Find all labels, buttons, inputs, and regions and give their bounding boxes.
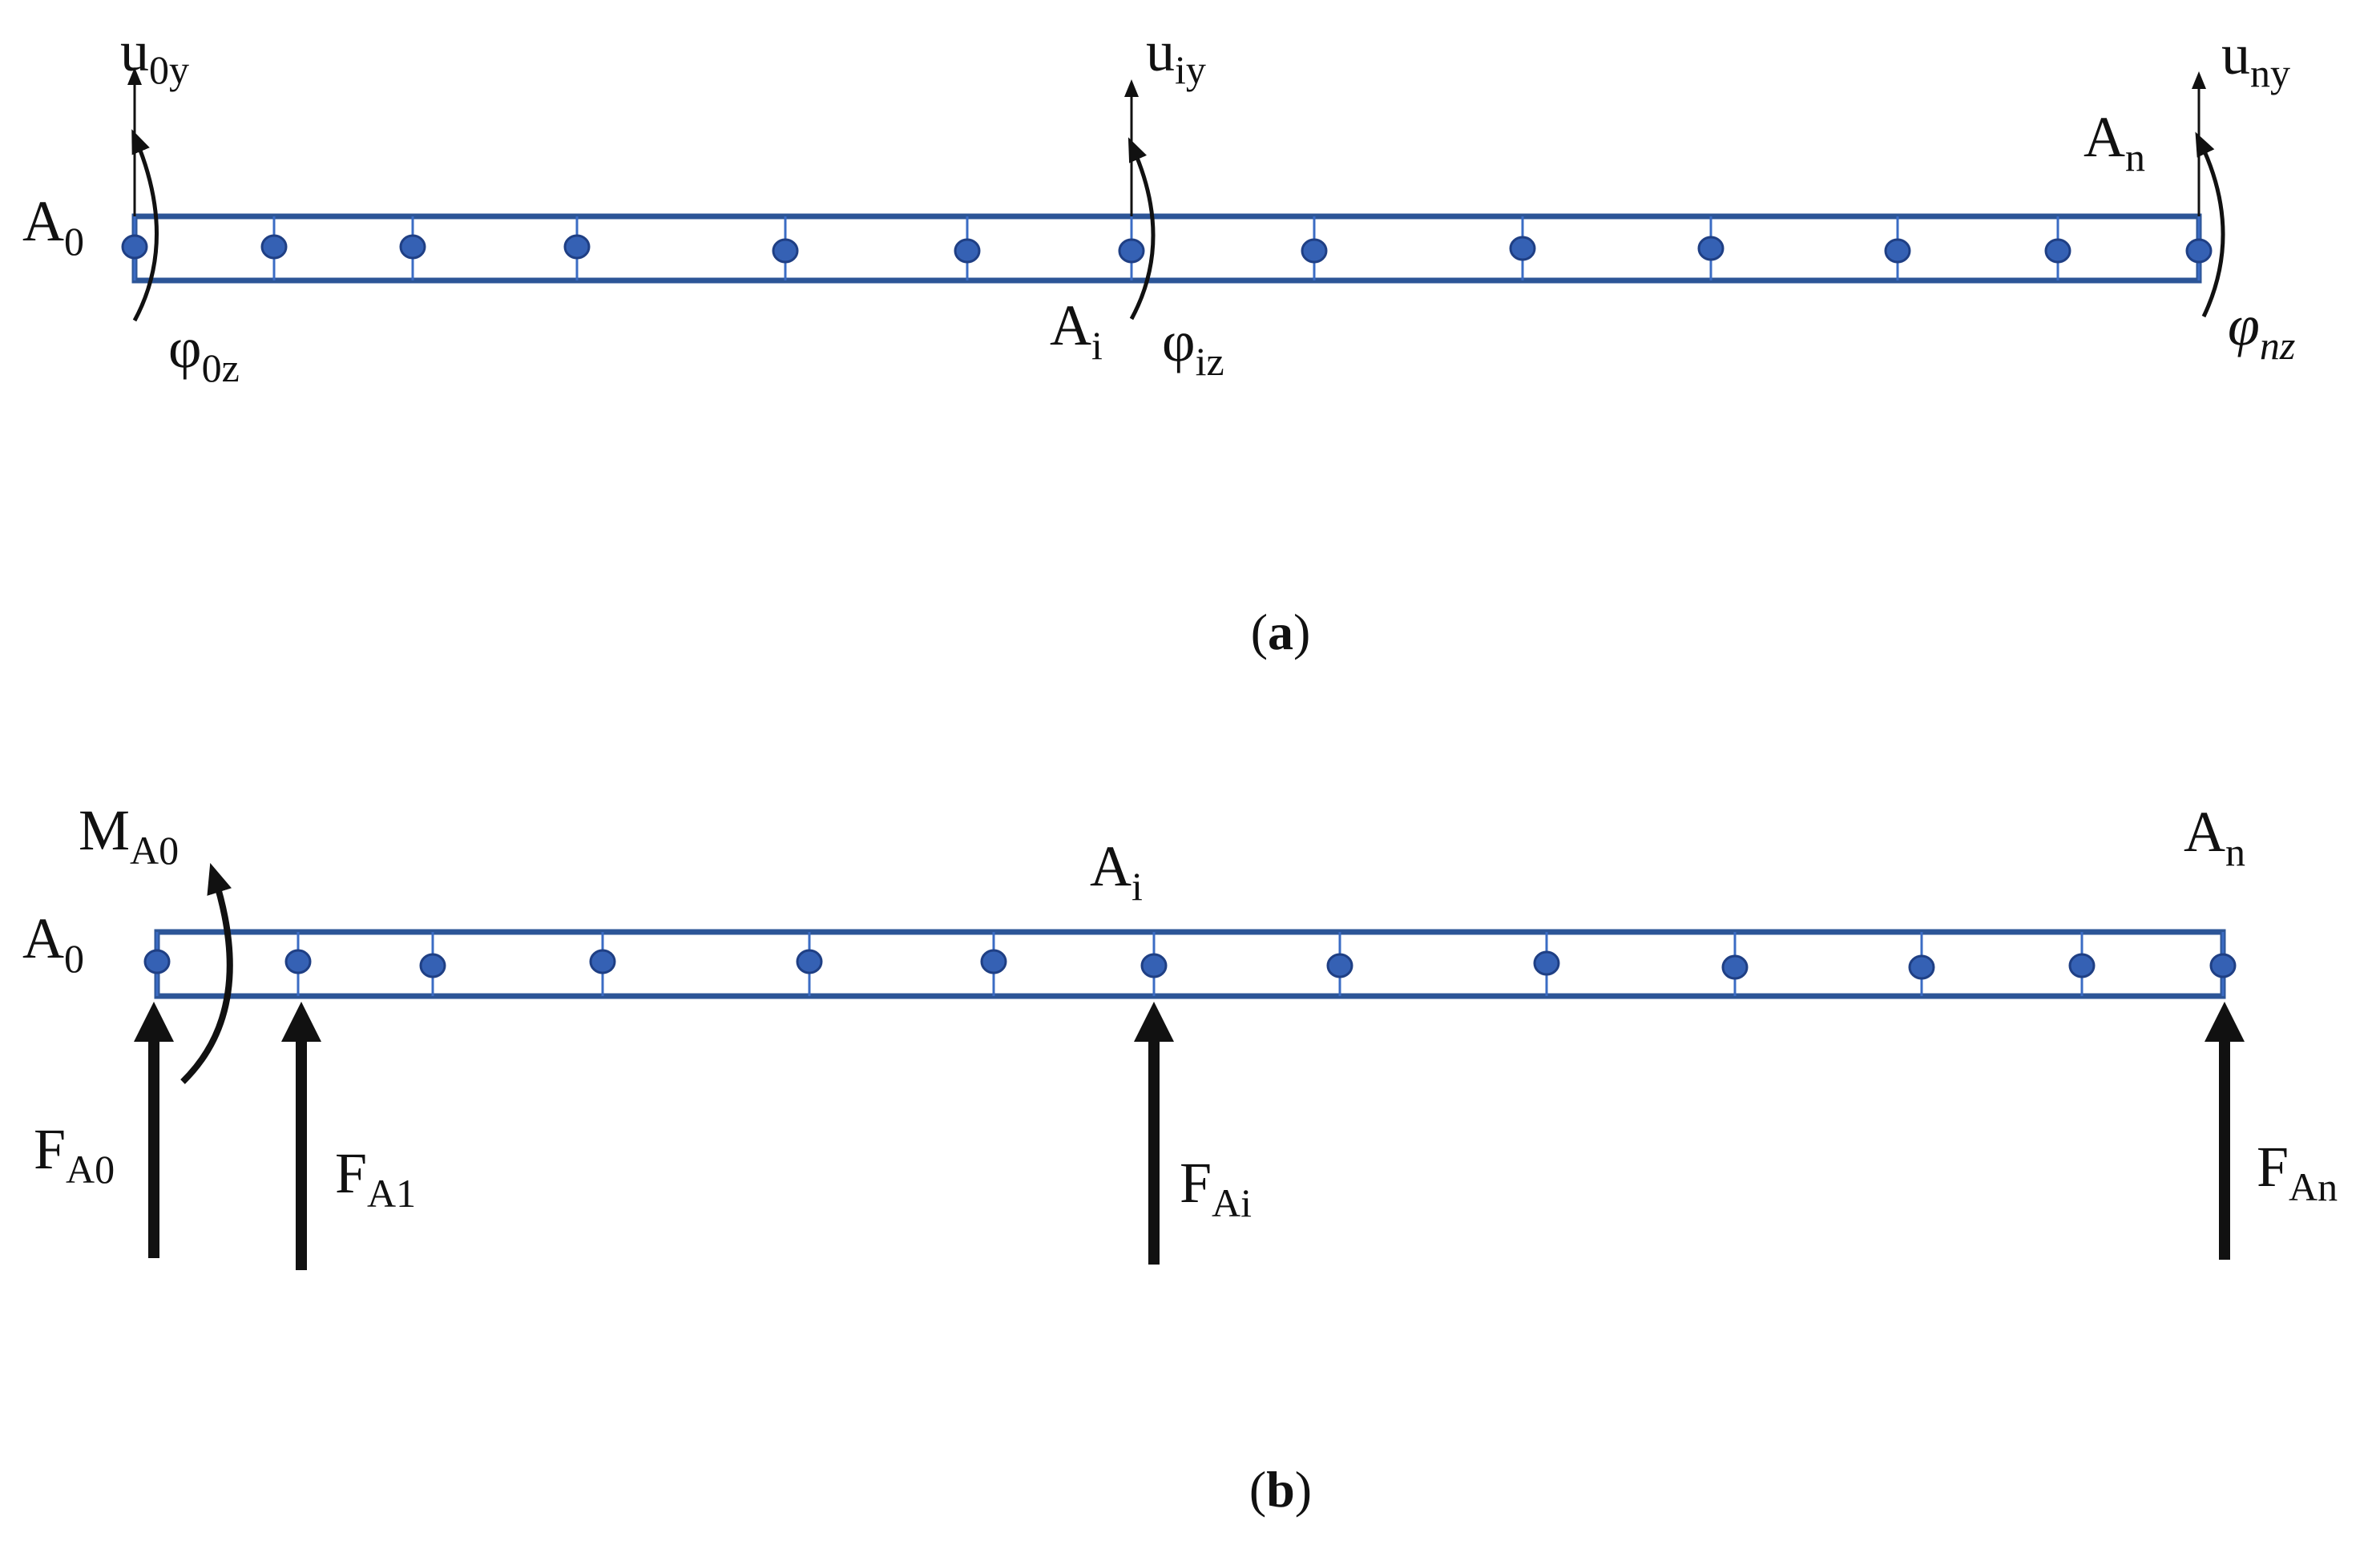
beam-node <box>399 234 426 260</box>
label-uiy: uiy <box>1146 19 1206 92</box>
beam-node <box>589 949 616 974</box>
beam-node <box>1118 238 1145 264</box>
beam-node <box>1721 954 1749 980</box>
label-phiiz: φiz <box>1162 309 1224 384</box>
beam-node <box>1533 950 1560 976</box>
label-FA1: FA1 <box>335 1141 416 1216</box>
beam-node <box>2185 238 2213 264</box>
beam-node <box>1301 238 1328 264</box>
beam-node <box>121 234 148 260</box>
beam-a-nodes <box>121 216 2213 280</box>
beam-node <box>772 238 799 264</box>
beam-node <box>1697 236 1724 261</box>
beam-node <box>2044 238 2071 264</box>
beam-node <box>2068 953 2096 978</box>
beam-node <box>1140 953 1168 978</box>
phiiz-rotation-arrow <box>1127 137 1156 321</box>
beam-node <box>2209 953 2237 978</box>
beam-node <box>980 949 1007 974</box>
label-uny: uny <box>2221 22 2290 95</box>
label-FAi: FAi <box>1180 1151 1252 1225</box>
label-MA0: MA0 <box>79 798 179 873</box>
beam-node <box>284 949 312 974</box>
beam-node <box>1326 953 1353 978</box>
diagram-b: MA0 A0 Ai An FA0 FA1 FAi FAn (b) <box>22 798 2338 1518</box>
beam-node <box>260 234 288 260</box>
beam-node <box>563 234 591 260</box>
beam-node <box>1884 238 1911 264</box>
label-FA0: FA0 <box>34 1117 115 1192</box>
phi0z-rotation-arrow <box>131 129 159 322</box>
label-An-b: An <box>2184 800 2245 874</box>
beam-b-nodes <box>143 932 2237 996</box>
beam-node <box>143 949 171 974</box>
caption-a: (a) <box>1251 603 1311 660</box>
MA0-moment-arrow <box>180 862 233 1084</box>
label-Ai-a: Ai <box>1050 293 1103 368</box>
beam-node <box>1908 954 1935 980</box>
label-A0-b: A0 <box>22 906 84 981</box>
phinz-rotation-arrow <box>2195 131 2225 318</box>
beam-node <box>419 953 446 978</box>
beam-node <box>796 949 823 974</box>
label-FAn: FAn <box>2257 1135 2338 1209</box>
beam-node <box>1509 236 1536 261</box>
label-Ai-b: Ai <box>1090 834 1143 909</box>
beam-node <box>954 238 981 264</box>
label-phinz: φnz <box>2228 293 2295 368</box>
label-A0-a: A0 <box>22 189 84 264</box>
label-An-a: An <box>2084 105 2145 180</box>
label-phi0z: φ0z <box>168 316 240 390</box>
label-u0y: u0y <box>120 19 189 92</box>
caption-b: (b) <box>1249 1461 1312 1518</box>
diagram-a: A0 u0y φ0z uiy Ai φiz uny An φnz (a) <box>22 19 2295 660</box>
